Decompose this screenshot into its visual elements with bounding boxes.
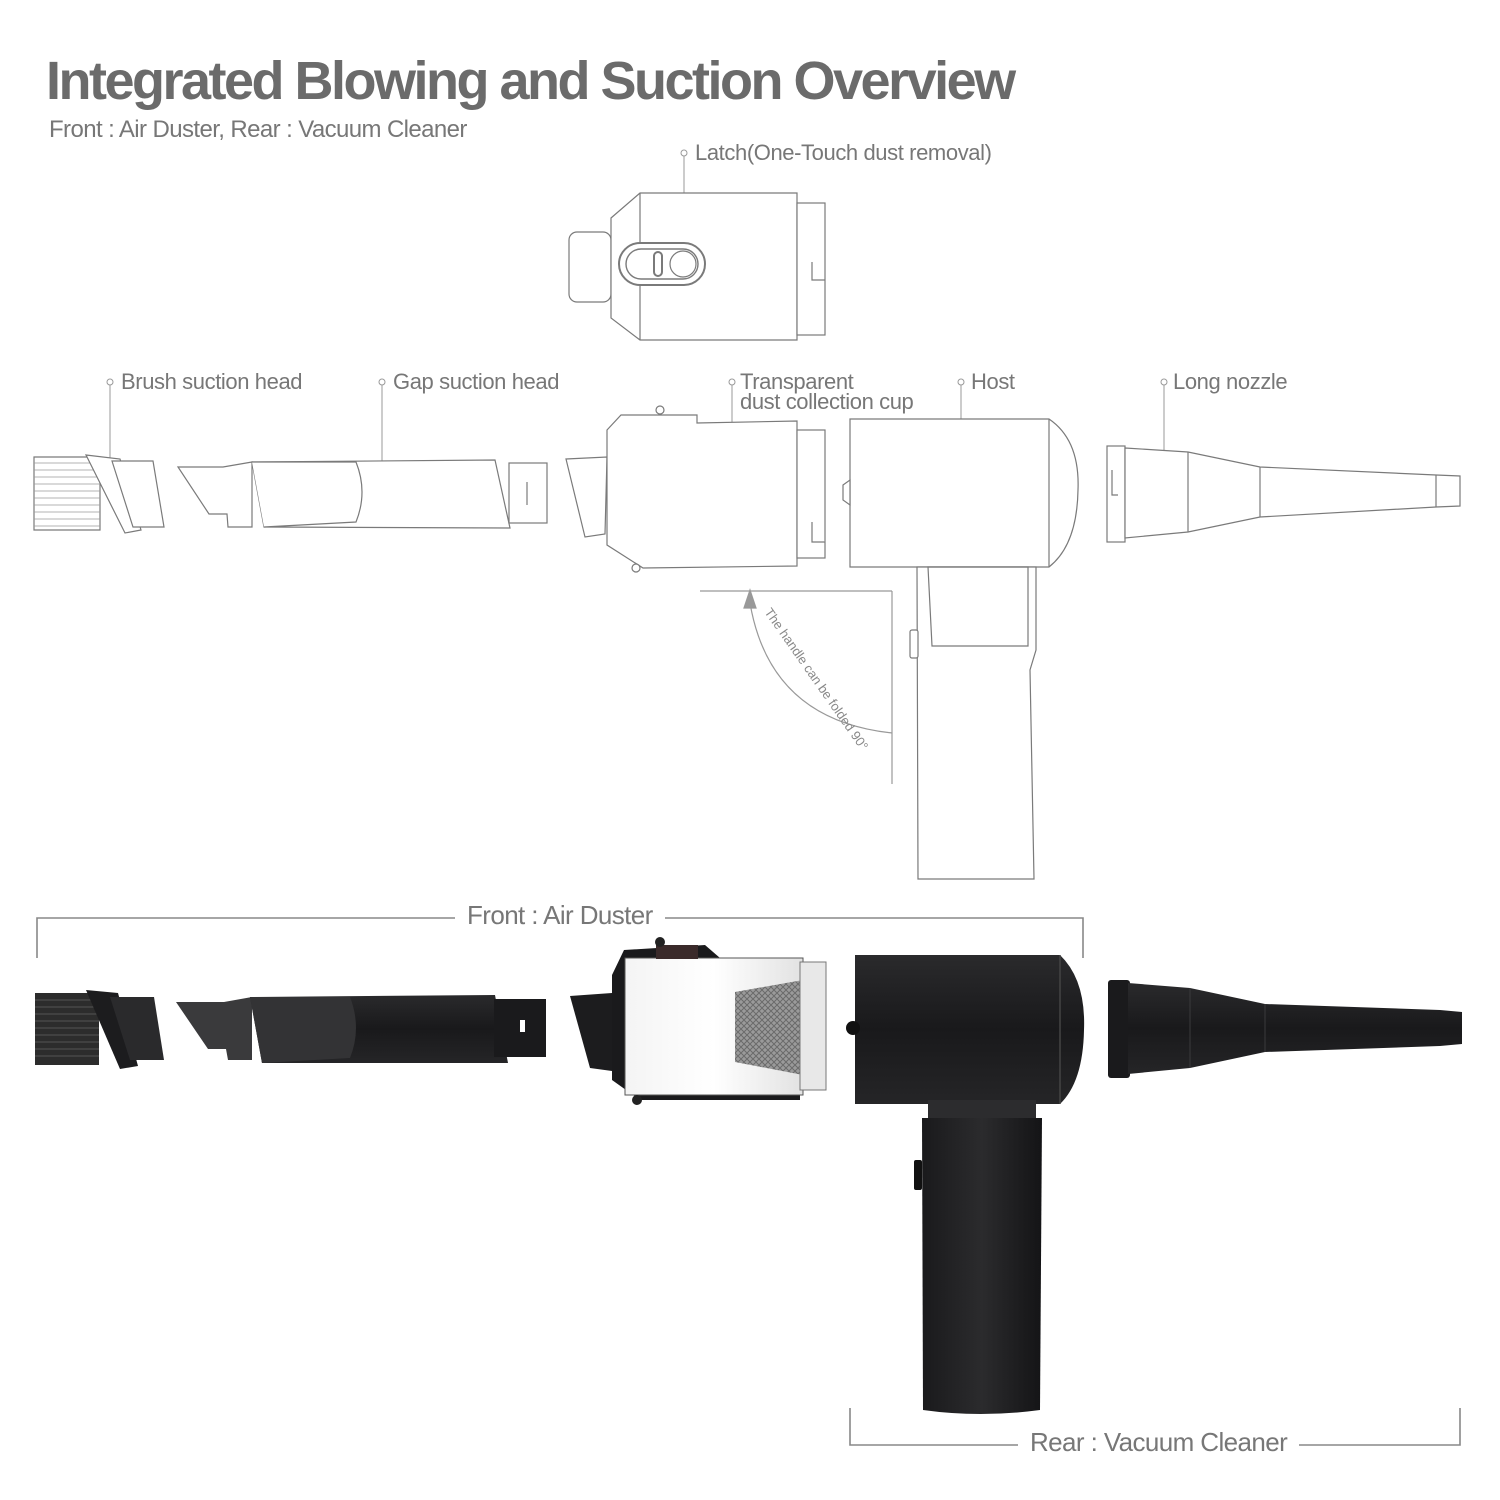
label-gap-suction-head: Gap suction head xyxy=(393,369,560,394)
gap-head-render xyxy=(176,995,546,1063)
fold-angle-guide xyxy=(700,588,893,784)
brush-head-outline xyxy=(33,454,165,534)
page-subtitle: Front : Air Duster, Rear : Vacuum Cleane… xyxy=(49,116,467,143)
bracket-label-front: Front : Air Duster xyxy=(455,900,665,931)
brush-head-render xyxy=(35,990,164,1069)
bracket-label-rear: Rear : Vacuum Cleaner xyxy=(1018,1427,1300,1458)
label-latch: Latch(One-Touch dust removal) xyxy=(695,140,992,165)
host-render xyxy=(846,955,1085,1414)
fold-note: The handle can be folded 90° xyxy=(762,605,872,753)
cup-render xyxy=(570,937,827,1105)
label-cup-line1: Transparent xyxy=(740,369,854,394)
exploded-line-drawing xyxy=(33,405,1461,880)
label-cup-line2: dust collection cup xyxy=(740,389,914,414)
label-long-nozzle: Long nozzle xyxy=(1173,369,1288,394)
nozzle-outline xyxy=(1106,445,1461,543)
gap-head-outline xyxy=(176,459,548,529)
label-brush-suction-head: Brush suction head xyxy=(121,369,303,394)
host-outline xyxy=(842,418,1079,880)
nozzle-render xyxy=(1108,980,1462,1078)
product-rendering xyxy=(35,937,1462,1414)
page-title: Integrated Blowing and Suction Overview xyxy=(46,51,1016,111)
latch-detail-drawing xyxy=(568,192,826,341)
label-host: Host xyxy=(971,369,1015,394)
cup-outline xyxy=(565,405,826,573)
